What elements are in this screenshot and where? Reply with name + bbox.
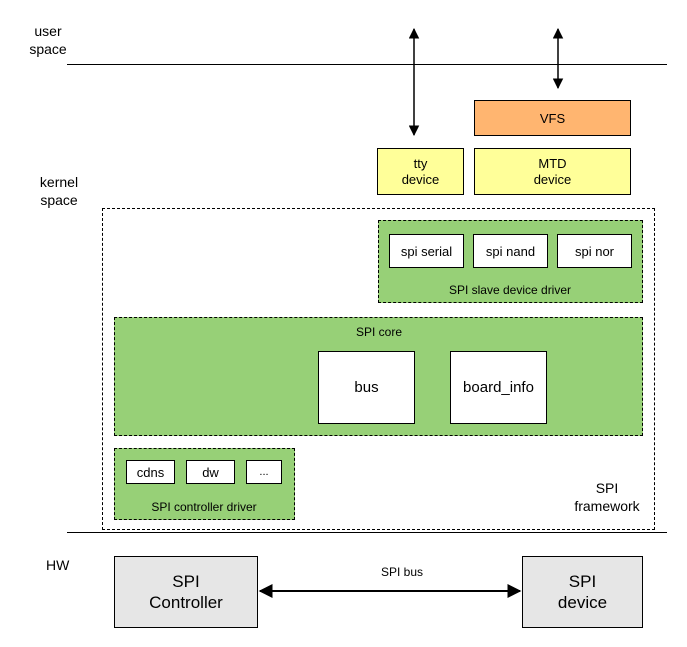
- spi-framework-label-line2: framework: [574, 498, 640, 514]
- spi-controller-driver-label: SPI controller driver: [151, 500, 257, 514]
- spi-framework-label-line1: SPI: [595, 480, 619, 496]
- spi-controller-label-line1: SPI: [172, 572, 200, 591]
- kernel-space-label-line2: space: [40, 192, 78, 208]
- user-space-label-line2: space: [29, 41, 67, 57]
- bus-label: bus: [354, 379, 379, 396]
- spi-framework-label: SPI framework: [563, 479, 651, 515]
- kernel-space-label-line1: kernel: [39, 174, 79, 190]
- tty-device-box: tty device: [377, 148, 464, 195]
- vfs-label: VFS: [539, 110, 566, 126]
- vfs-box: VFS: [474, 100, 631, 136]
- spi-core-label: SPI core: [355, 325, 403, 339]
- hw-label: HW: [46, 557, 70, 573]
- spi-nand-label: spi nand: [485, 243, 536, 259]
- spi-controller-label-line2: Controller: [149, 593, 223, 612]
- tty-device-label-line1: tty: [413, 155, 428, 171]
- dw-box: dw: [186, 460, 235, 484]
- spi-controller-box: SPI Controller: [114, 556, 258, 628]
- more-label: ...: [259, 466, 269, 478]
- board-info-box: board_info: [450, 351, 547, 424]
- user-space-label-line1: user: [34, 23, 62, 39]
- spi-device-label-line1: SPI: [568, 572, 597, 591]
- bus-box: bus: [318, 351, 415, 424]
- cdns-box: cdns: [126, 460, 175, 484]
- user-kernel-divider: [67, 64, 667, 65]
- spi-bus-label: SPI bus: [381, 565, 424, 579]
- board-info-label: board_info: [463, 379, 534, 396]
- spi-nand-box: spi nand: [473, 234, 548, 268]
- spi-nor-label: spi nor: [574, 243, 615, 259]
- mtd-device-label-line1: MTD: [538, 155, 567, 171]
- cdns-label: cdns: [136, 464, 165, 480]
- more-box: ...: [246, 460, 282, 484]
- user-space-label: user space: [22, 22, 74, 58]
- mtd-device-label-line2: device: [533, 171, 572, 187]
- spi-device-label-line2: device: [557, 593, 608, 612]
- tty-device-label-line2: device: [401, 171, 440, 187]
- kernel-space-label: kernel space: [33, 173, 85, 209]
- spi-serial-label: spi serial: [400, 243, 453, 259]
- spi-device-box: SPI device: [522, 556, 643, 628]
- spi-slave-device-driver-label: SPI slave device driver: [448, 283, 572, 297]
- spi-nor-box: spi nor: [557, 234, 632, 268]
- kernel-hw-divider: [67, 532, 667, 533]
- mtd-device-box: MTD device: [474, 148, 631, 195]
- dw-label: dw: [202, 464, 219, 480]
- spi-serial-box: spi serial: [389, 234, 464, 268]
- spi-framework-frame: [102, 208, 655, 530]
